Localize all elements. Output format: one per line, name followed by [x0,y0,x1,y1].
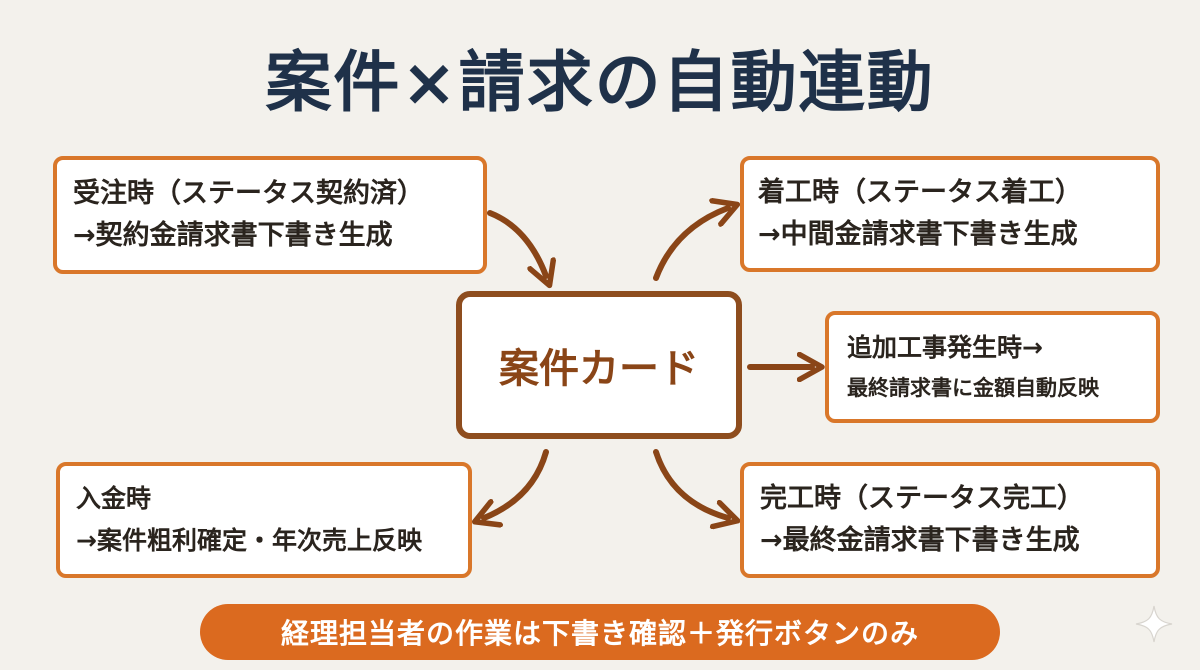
box-additional-work-line2: 最終請求書に金額自動反映 [847,376,1099,400]
box-completion-line2: →最終金請求書下書き生成 [760,525,1080,556]
footer-banner: 経理担当者の作業は下書き確認＋発行ボタンのみ [200,604,1000,660]
arrow-card-to-payment [484,449,549,518]
box-completion-line1: 完工時（ステータス完工） [760,483,1084,514]
box-contract: 受注時（ステータス契約済） →契約金請求書下書き生成 [53,156,487,274]
arrow-card-to-start [653,208,728,281]
center-project-card-label: 案件カード [499,346,699,392]
sparkle-icon [1135,605,1173,643]
box-additional-work-line1: 追加工事発生時→ [847,333,1043,362]
box-contract-line1: 受注時（ステータス契約済） [73,178,424,209]
footer-banner-text: 経理担当者の作業は下書き確認＋発行ボタンのみ [280,617,919,650]
box-construction-start: 着工時（ステータス着工） →中間金請求書下書き生成 [740,156,1160,272]
box-payment: 入金時 →案件粗利確定・年次売上反映 [56,462,472,578]
box-construction-start-line1: 着工時（ステータス着工） [758,177,1082,208]
box-additional-work: 追加工事発生時→ 最終請求書に金額自動反映 [825,311,1160,423]
page-title: 案件×請求の自動連動 [265,44,935,121]
box-construction-start-line2: →中間金請求書下書き生成 [758,219,1078,250]
box-payment-line2: →案件粗利確定・年次売上反映 [76,526,422,555]
box-completion: 完工時（ステータス完工） →最終金請求書下書き生成 [740,462,1160,578]
box-payment-line1: 入金時 [76,484,152,513]
arrow-card-to-complete [653,449,728,518]
center-project-card: 案件カード [456,291,742,439]
box-contract-line2: →契約金請求書下書き生成 [73,220,393,251]
arrow-contract-to-card [487,210,546,276]
